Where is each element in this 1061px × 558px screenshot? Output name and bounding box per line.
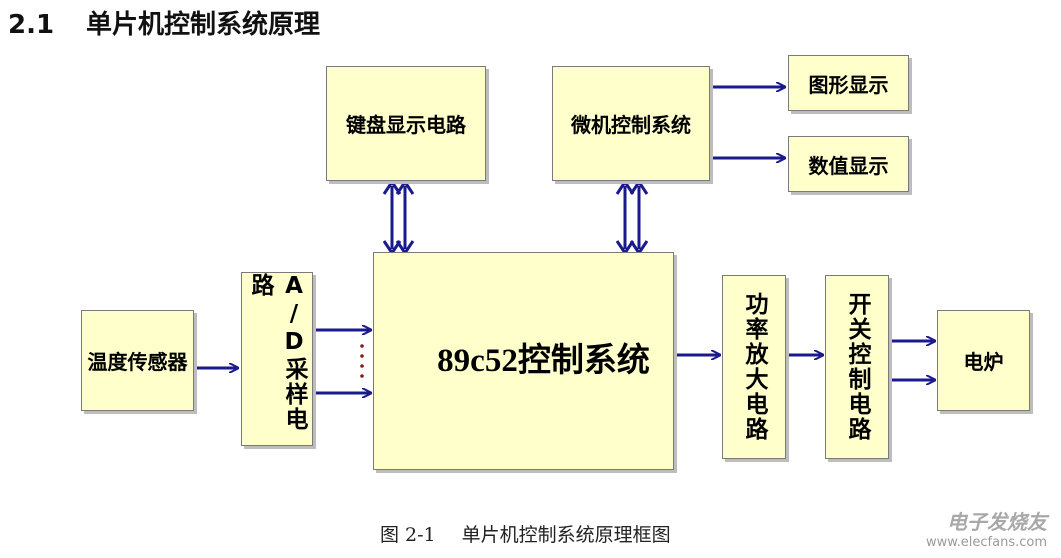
figure-caption-text: 单片机控制系统原理框图 xyxy=(461,524,671,546)
micro-control-block: 微机控制系统 xyxy=(552,66,710,181)
channel-dots xyxy=(360,344,364,378)
section-number: 2.1 xyxy=(8,10,55,40)
keyboard-display-label: 键盘显示电路 xyxy=(346,113,466,137)
watermark-name: 电子发烧友 xyxy=(947,510,1047,534)
power-amplifier-label: 功率放大电路 xyxy=(741,292,767,442)
mcu-control-label: 89c52控制系统 xyxy=(437,343,650,379)
graphic-display-label: 图形显示 xyxy=(808,72,889,97)
micro-control-label: 微机控制系统 xyxy=(571,113,691,137)
figure-number: 图 2-1 xyxy=(380,524,436,546)
section-title: 单片机控制系统原理 xyxy=(86,10,321,40)
keyboard-display-block: 键盘显示电路 xyxy=(326,66,486,181)
power-amplifier-block: 功率放大电路 xyxy=(722,275,786,459)
switch-control-label: 开关控制电路 xyxy=(844,292,870,442)
figure-caption: 图 2-1 单片机控制系统原理框图 xyxy=(380,520,671,547)
electric-furnace-label: 电炉 xyxy=(963,350,1004,374)
adc-sampling-block: A/D采样电路 xyxy=(241,272,313,446)
electric-furnace-block: 电炉 xyxy=(937,310,1030,411)
mcu-control-block: 89c52控制系统 xyxy=(373,252,674,470)
watermark-url: www.elecfans.com xyxy=(925,535,1047,550)
section-heading: 2.1 单片机控制系统原理 xyxy=(8,4,320,41)
switch-control-block: 开关控制电路 xyxy=(825,275,889,459)
numeric-display-label: 数值显示 xyxy=(808,153,889,178)
temperature-sensor-label: 温度传感器 xyxy=(87,350,188,374)
watermark: 电子发烧友 www.elecfans.com xyxy=(926,506,1047,550)
temperature-sensor-block: 温度传感器 xyxy=(81,310,194,411)
numeric-display-block: 数值显示 xyxy=(788,136,909,192)
adc-sampling-label: A/D采样电路 xyxy=(247,273,307,432)
graphic-display-block: 图形显示 xyxy=(788,55,909,111)
bus-micro-mcu xyxy=(615,179,649,256)
bus-keyboard-mcu xyxy=(382,179,415,256)
